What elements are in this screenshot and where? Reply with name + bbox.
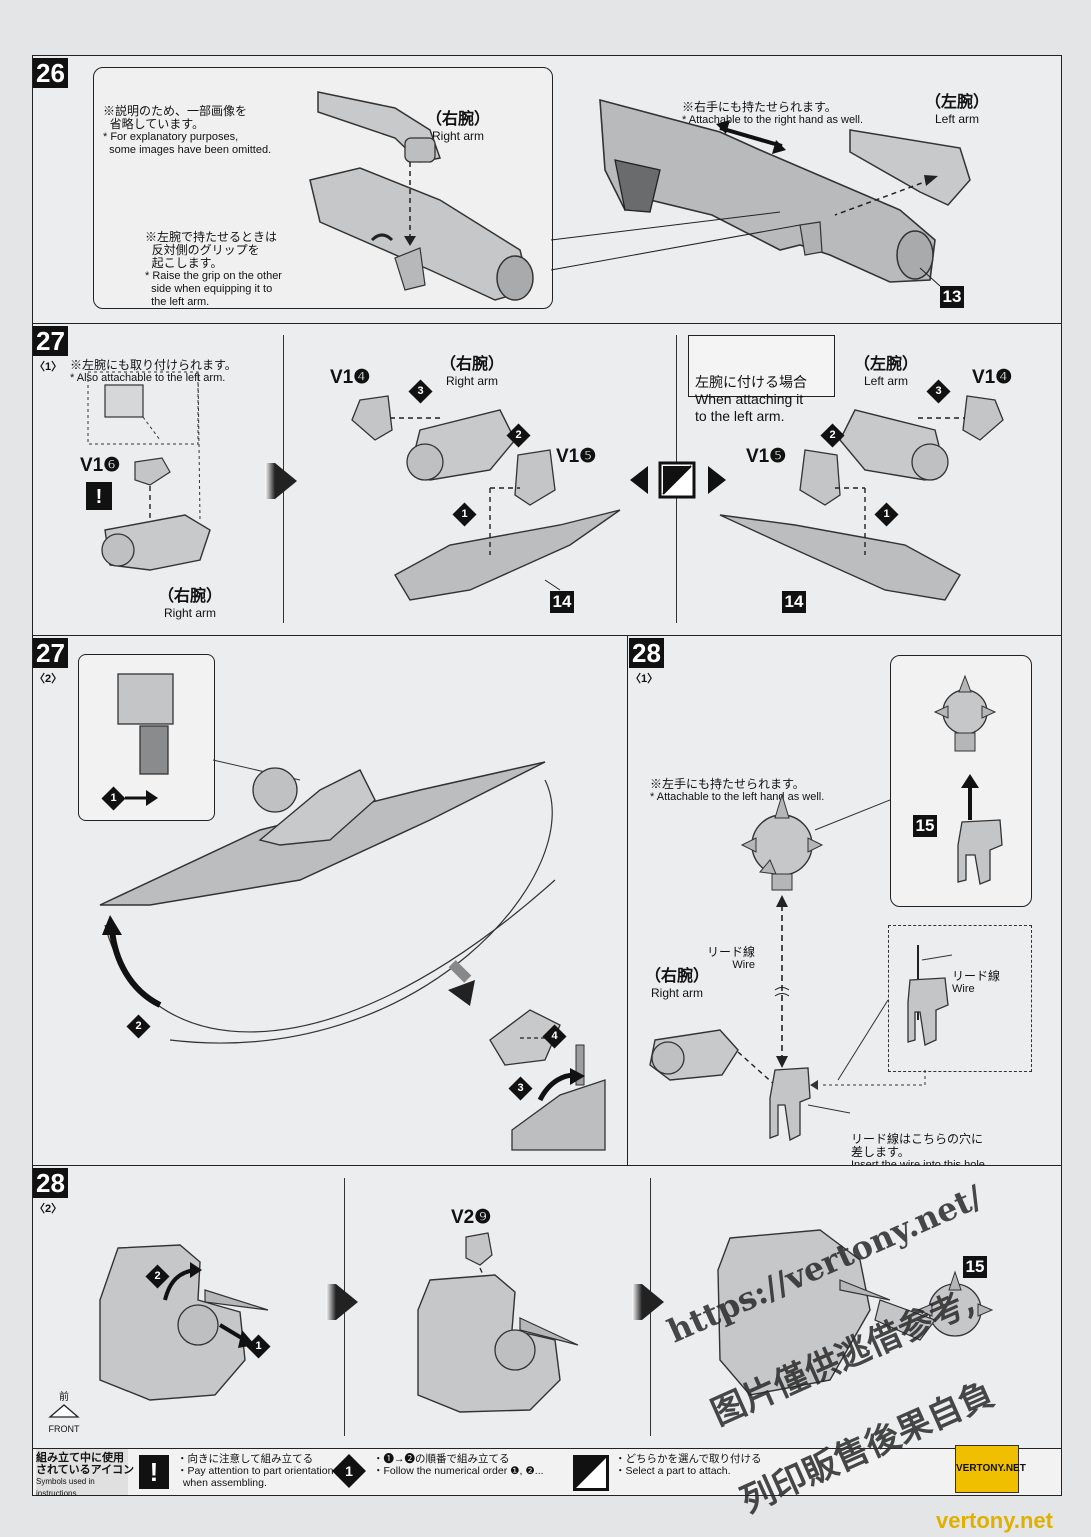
- watermark-logo: VERTONY.NET: [955, 1445, 1026, 1493]
- next-arrow-bar-28b: [632, 1284, 642, 1320]
- left-arm-box: [688, 335, 835, 397]
- front-icon: 前 FRONT: [48, 1392, 80, 1434]
- icon-legend: 組み立て中に使用 されているアイコン Symbols used in instr…: [32, 1448, 1062, 1498]
- part-v1-5-left: V1❺: [746, 446, 787, 467]
- part-v1-4-right: V1❹: [330, 367, 371, 388]
- part-15-badge: 15: [913, 815, 937, 837]
- svg-text:!: !: [96, 486, 103, 508]
- part-v1-6: V1❻: [80, 455, 121, 476]
- legend-item-2: ・❶→❷の順番で組み立てる・Follow the numerical order…: [373, 1453, 544, 1477]
- step-28-2-illustration: [99, 1229, 994, 1413]
- right-arm-label: （右腕）Right arm: [425, 111, 490, 143]
- next-arrow-28a: [336, 1284, 358, 1320]
- left-arm-label: （左腕）Left arm: [924, 94, 989, 126]
- step-27-2-illustration: [99, 673, 606, 1151]
- step-icon-1-28-2: 1: [246, 1334, 271, 1359]
- legend-order-icon: 1: [332, 1454, 366, 1488]
- part-v1-5-right: V1❺: [556, 446, 597, 467]
- step-28-2-sub: 〈2〉: [34, 1203, 63, 1215]
- next-arrow-bar-27a: [265, 463, 275, 499]
- left-arm-label-27: （左腕）Left arm: [853, 356, 918, 388]
- step-28-2-number: 28: [33, 1168, 68, 1198]
- step-27-1-number: 27: [33, 326, 68, 356]
- part-14-badge-right: 14: [550, 591, 574, 613]
- left-arm-attach-note: ※左腕にも取り付けられます。* Also attachable to the l…: [70, 358, 237, 385]
- grip-note: ※左腕で持たせるときは 反対側のグリップを 起こします。* Raise the …: [145, 230, 282, 309]
- watermark-footer: vertony.net: [936, 1508, 1053, 1533]
- part-14-badge-left: 14: [782, 591, 806, 613]
- left-hand-note: ※左手にも持たせられます。* Attachable to the left ha…: [650, 777, 825, 804]
- part-v1-4-left: V1❹: [972, 367, 1013, 388]
- step-28-1-inset-wire: [888, 925, 1032, 1072]
- legend-item-3: ・どちらかを選んで取り付ける・Select a part to attach.: [615, 1453, 762, 1477]
- part-13-badge: 13: [940, 286, 964, 308]
- step-28-1-sub: 〈1〉: [630, 673, 659, 685]
- right-arm-label-27a: （右腕）Right arm: [157, 588, 222, 620]
- next-arrow-27a: [275, 463, 297, 499]
- step-26-number: 26: [33, 58, 68, 88]
- step-icon-2-28-2: 2: [145, 1264, 170, 1289]
- part-v2-9: V2❾: [451, 1207, 492, 1228]
- right-arm-label-28: （右腕）Right arm: [644, 968, 709, 1000]
- step-28-1-number: 28: [629, 638, 664, 668]
- legend-attention-icon: !: [139, 1455, 169, 1489]
- part-15-badge-28: 15: [963, 1256, 987, 1278]
- right-hand-note: ※右手にも持たせられます。* Attachable to the right h…: [682, 100, 864, 127]
- omitted-note: ※説明のため、一部画像を 省略しています。* For explanatory p…: [103, 104, 272, 157]
- next-arrow-bar-28a: [326, 1284, 336, 1320]
- next-arrow-28b: [642, 1284, 664, 1320]
- legend-choose-icon: [573, 1455, 609, 1491]
- step-27-1-illustration: !: [86, 371, 1004, 601]
- right-arm-label-27b: （右腕）Right arm: [439, 356, 504, 388]
- legend-title: 組み立て中に使用 されているアイコン Symbols used in instr…: [36, 1449, 134, 1498]
- step-28-1-illustration: [649, 674, 1003, 1141]
- legend-item-1: ・向きに注意して組み立てる・Pay attention to part orie…: [177, 1453, 334, 1489]
- step-26-illustration: [309, 91, 971, 301]
- step-27-2-sub: 〈2〉: [34, 673, 63, 685]
- step-27-2-number: 27: [33, 638, 68, 668]
- step-27-1-sub: 〈1〉: [34, 361, 63, 373]
